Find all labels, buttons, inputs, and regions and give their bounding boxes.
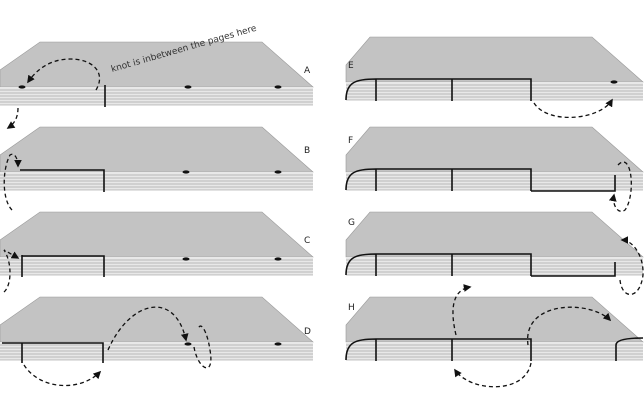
- book-cover: [345, 296, 644, 343]
- panel-label-c: C: [304, 236, 310, 246]
- panel-h: H: [345, 284, 644, 388]
- book-cover: [0, 211, 314, 258]
- panel-b: B: [0, 126, 314, 211]
- sewing-holes: [184, 342, 282, 346]
- thread-path-arrow: [452, 284, 472, 336]
- sewing-holes: [18, 85, 282, 89]
- thread: [345, 337, 644, 361]
- book-cover: [345, 36, 644, 83]
- thread-path-arrow: [107, 306, 189, 351]
- thread: [20, 169, 105, 192]
- thread-path-arrow: [619, 236, 644, 296]
- thread: [21, 255, 105, 277]
- panel-d: D: [0, 296, 314, 387]
- thread-path-arrow: [608, 161, 632, 212]
- panel-g: G: [345, 211, 644, 296]
- thread-path-arrow: [3, 153, 22, 211]
- panel-label-e: E: [348, 61, 354, 71]
- book-cover: [0, 41, 314, 88]
- book-cover: [345, 211, 644, 258]
- book-cover: [0, 296, 314, 343]
- panel-label-f: F: [348, 136, 353, 146]
- thread-path-arrow: [533, 98, 613, 119]
- thread: [2, 342, 104, 363]
- panel-a: knot is inbetween the pages here A: [0, 24, 314, 129]
- panel-c: C: [0, 211, 314, 293]
- thread-path-arrow: [6, 107, 19, 129]
- thread-path-arrow: [193, 325, 212, 369]
- thread-path-arrow: [23, 364, 102, 387]
- panel-label-g: G: [348, 218, 355, 228]
- panel-label-h: H: [348, 303, 355, 313]
- book-cover: [0, 126, 314, 173]
- sewing-hole: [610, 80, 618, 84]
- thread: [345, 78, 532, 101]
- sewing-holes: [182, 170, 282, 174]
- panel-f: F: [345, 126, 644, 212]
- book-cover: [345, 126, 644, 173]
- thread: [345, 168, 616, 192]
- thread-path-arrow: [27, 58, 101, 91]
- panel-label-a: A: [304, 66, 311, 76]
- thread-path-arrow: [454, 362, 532, 388]
- thread: [345, 253, 616, 277]
- sewing-holes: [182, 257, 282, 261]
- panel-label-b: B: [304, 146, 310, 156]
- panel-label-d: D: [304, 327, 311, 337]
- panel-e: E: [345, 36, 644, 119]
- thread-path-arrow: [3, 249, 20, 293]
